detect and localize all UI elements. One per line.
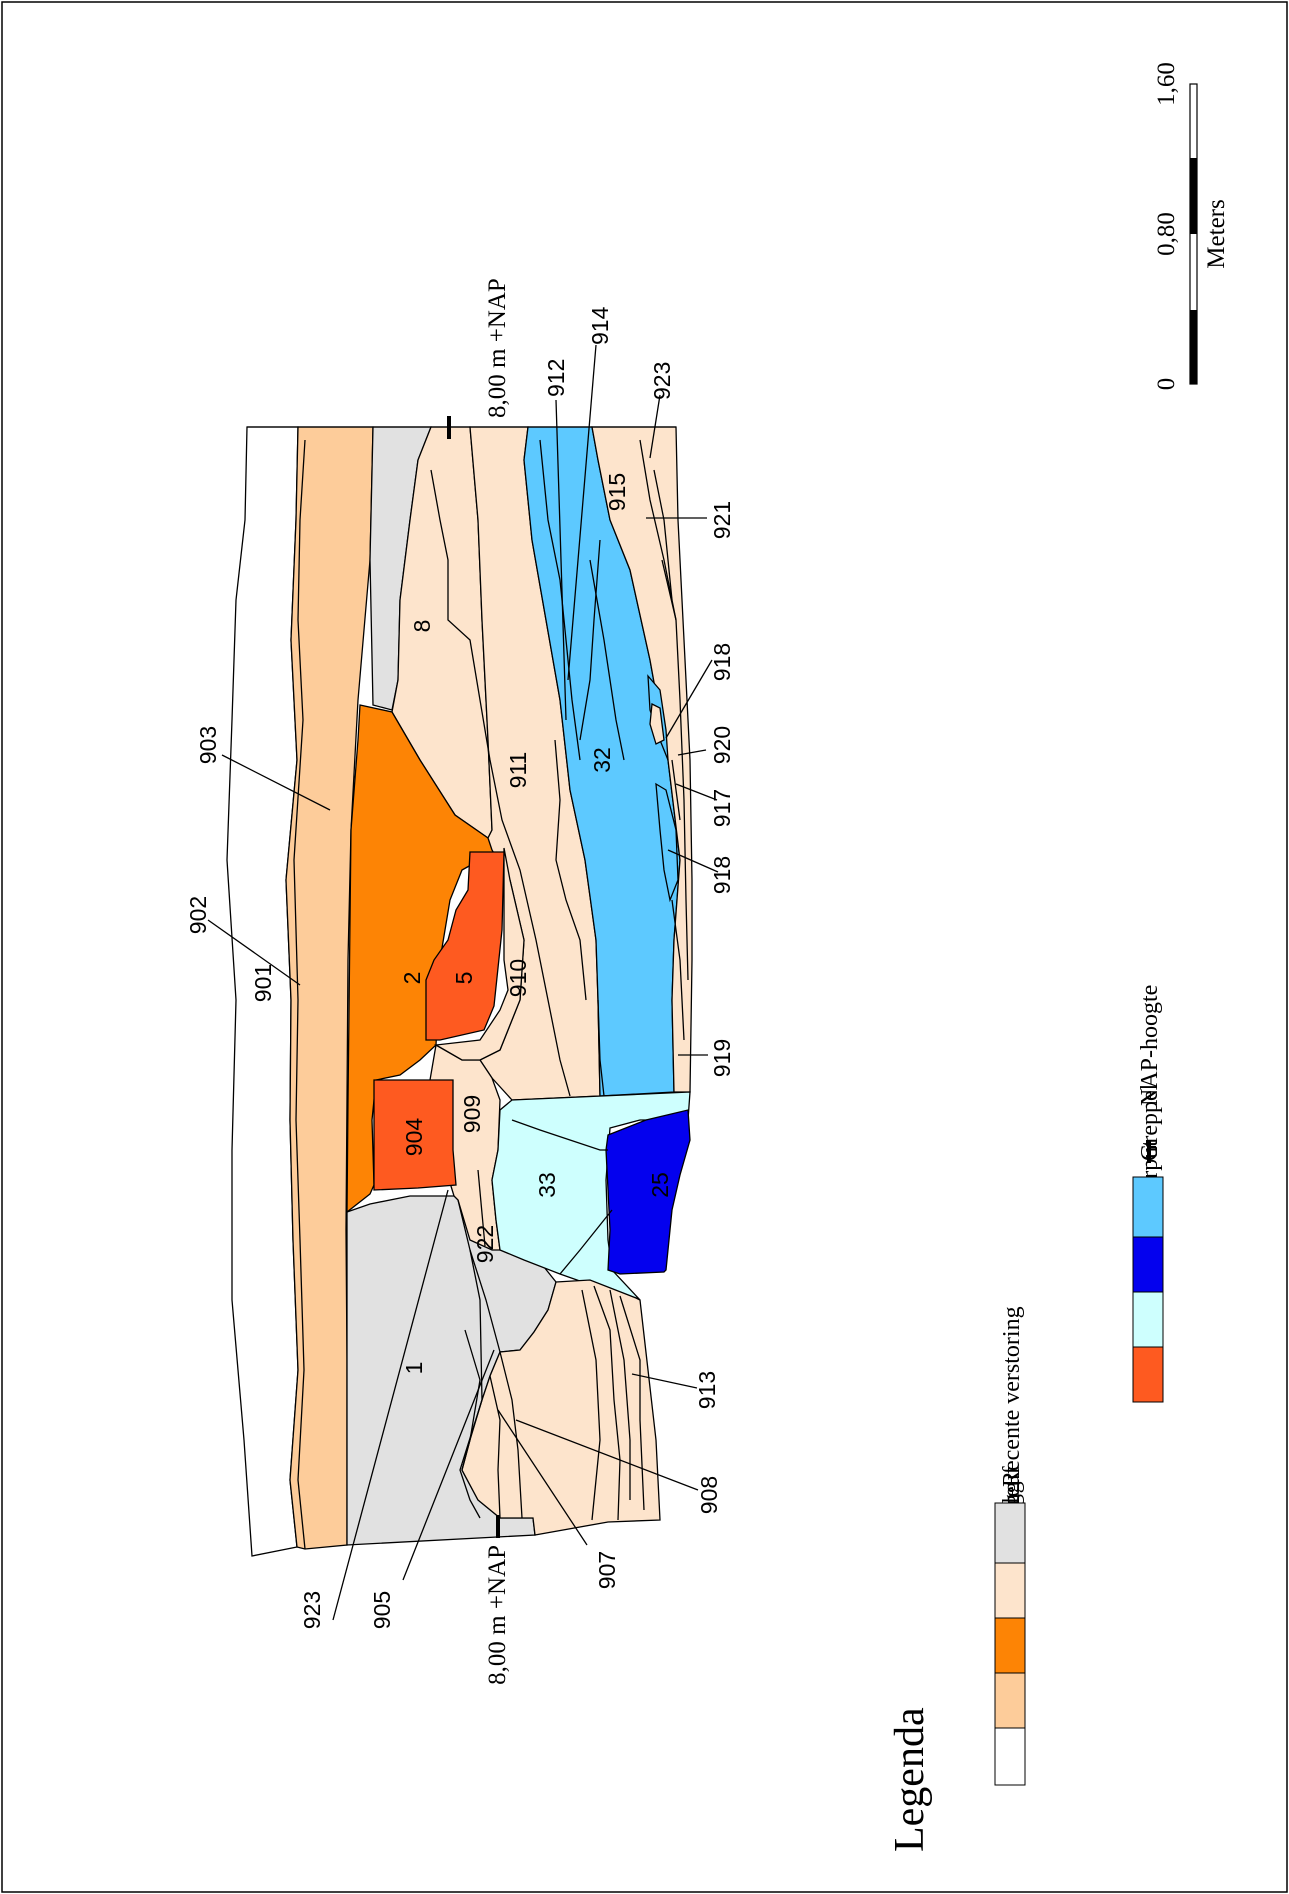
scale-bar-segment-1	[1190, 158, 1197, 234]
label-910: 911	[505, 752, 531, 789]
label-913: 914	[587, 306, 613, 345]
label-907: 908	[696, 1476, 722, 1514]
scale-tick-080: 0,80	[1153, 212, 1180, 256]
label-1: 1	[401, 1362, 427, 1375]
legend: Legenda BouwvoorGrondverbeteringUitbraak…	[887, 985, 1164, 1852]
label-33: 33	[534, 1172, 560, 1198]
legend-swatch-greppel	[1132, 1176, 1164, 1238]
scale-tick-160: 1,60	[1153, 62, 1180, 106]
unit-917-fill	[649, 702, 665, 745]
label-909: 910	[505, 959, 531, 997]
legend-swatch-recente-verstoring	[994, 1502, 1026, 1564]
legend-swatch-grondverbetering	[994, 1667, 1026, 1729]
unit-2-fill	[346, 704, 506, 1214]
label-918: 919	[709, 1039, 735, 1077]
unit-25-fill	[605, 1109, 691, 1275]
label-25: 25	[647, 1172, 673, 1198]
unit-labels: 901 902 903 8 2 5 910 911 912 914 923 91…	[185, 278, 735, 1685]
label-923: 923	[299, 1591, 325, 1629]
scale-unit-label: Meters	[1203, 199, 1230, 268]
legend-swatch-muur	[1132, 1341, 1164, 1403]
legend-swatch-beerput	[1132, 1231, 1164, 1293]
legend-swatch-bouwvoor	[994, 1724, 1026, 1786]
unit-904-fill	[373, 1079, 457, 1191]
label-914: 915	[604, 473, 630, 511]
label-901: 901	[250, 964, 276, 1002]
label-920: 921	[709, 501, 735, 539]
nap-label-top: 8,00 m +NAP	[484, 278, 511, 418]
legend-label-nap-hoogte: NAP-hoogte	[1137, 985, 1163, 1106]
label-915: 917	[709, 789, 735, 827]
label-902: 902	[185, 896, 211, 934]
legend-swatch-laag	[994, 1557, 1026, 1619]
legend-swatch-insteek	[1132, 1286, 1164, 1348]
nap-label-bottom: 8,00 m +NAP	[484, 1545, 511, 1685]
profile-boundaries	[247, 426, 689, 1550]
label-922: 922	[472, 1225, 498, 1263]
unit-909-fill	[433, 847, 525, 1061]
label-5: 5	[451, 972, 477, 985]
scale-bar-segment-2	[1190, 310, 1197, 384]
label-912: 913	[694, 1371, 720, 1409]
label-904: 904	[401, 1118, 427, 1157]
unit-903-fill	[285, 426, 374, 1550]
label-916: 918	[709, 856, 735, 894]
nap-markers	[447, 416, 500, 1538]
label-917: 918	[709, 643, 735, 681]
unit-914-fill	[591, 426, 693, 1093]
legend-swatch-uitbraaksleuf	[994, 1612, 1026, 1674]
leader-lines	[207, 344, 719, 1621]
label-921: 923	[649, 362, 675, 400]
label-903: 903	[195, 726, 221, 764]
legend-label-recente-verstoring: Recente verstoring	[999, 1306, 1025, 1487]
label-919: 920	[709, 726, 735, 764]
label-32: 32	[589, 747, 615, 773]
scale-tick-0: 0	[1153, 378, 1180, 391]
label-906: 907	[594, 1551, 620, 1589]
label-8: 8	[409, 620, 435, 633]
label-911: 912	[543, 359, 569, 397]
scale-bar: 0 0,80 1,60 Meters	[1153, 62, 1230, 390]
unit-916-fill	[655, 782, 679, 903]
label-908: 909	[459, 1095, 485, 1133]
unit-5-fill	[425, 851, 505, 1041]
label-2: 2	[399, 972, 425, 985]
label-905: 905	[369, 1591, 395, 1629]
profile-units	[226, 426, 693, 1557]
legend-title: Legenda	[887, 1707, 933, 1852]
